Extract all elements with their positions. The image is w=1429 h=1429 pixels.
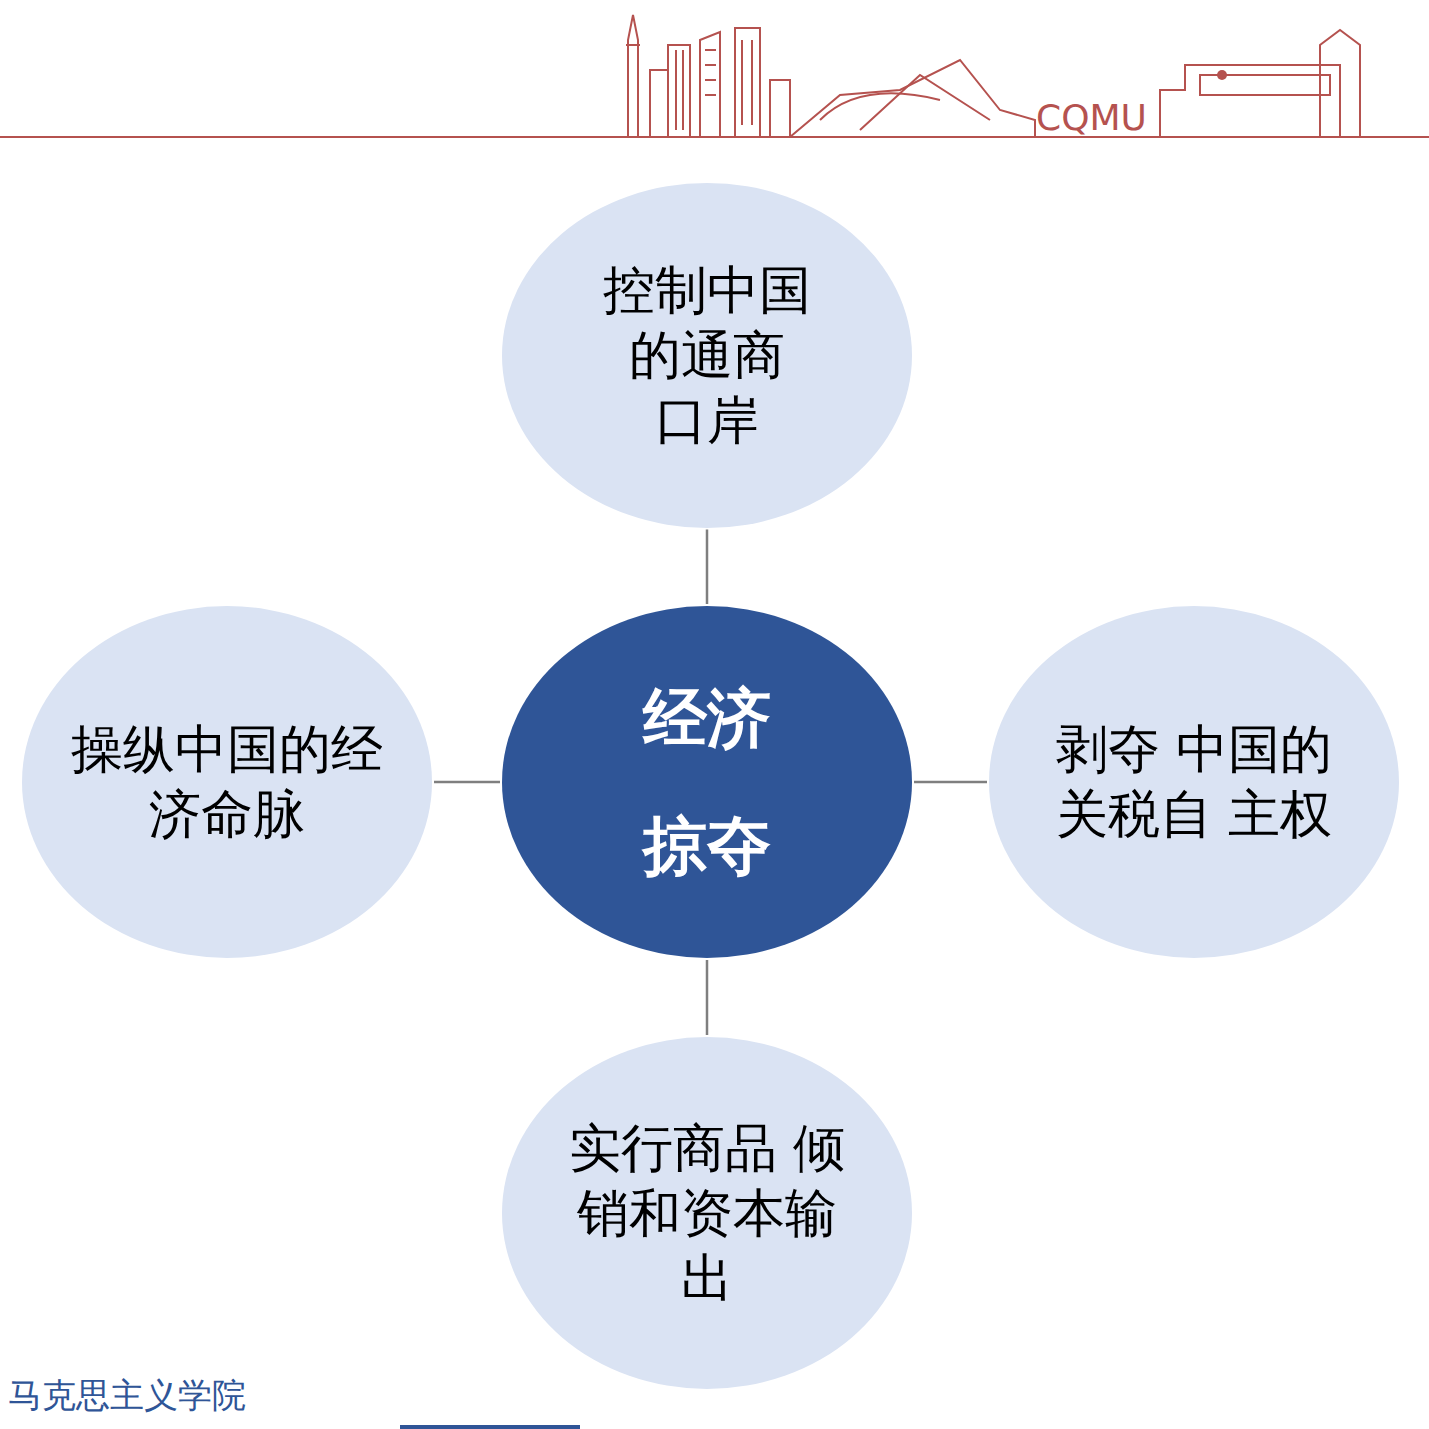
logo-text: CQMU: [1036, 100, 1147, 136]
header-skyline: [0, 0, 1429, 150]
node-text: 操纵中国的经 济命脉: [63, 717, 391, 847]
ellipse-outline: [502, 606, 912, 958]
connector-line: [914, 782, 987, 783]
connector-line: [707, 960, 708, 1035]
node-text: 经济 掠夺: [633, 654, 780, 910]
topic-ellipse: 操纵中国的经 济命脉: [22, 606, 432, 958]
topic-ellipse: 控制中国 的通商 口岸: [502, 183, 912, 528]
footer-text: 马克思主义学院: [8, 1378, 246, 1412]
node-text: 剥夺 中国的关税自 主权: [1030, 717, 1358, 847]
topic-ellipse: 经济 掠夺: [502, 606, 912, 958]
node-text: 实行商品 倾销和资本输 出: [543, 1116, 871, 1311]
ellipse-outline: [22, 606, 432, 958]
ellipse-outline: [989, 606, 1399, 958]
connector-line: [434, 782, 500, 783]
footer-bar: [0, 1409, 1429, 1429]
topic-ellipse: 剥夺 中国的关税自 主权: [989, 606, 1399, 958]
topic-ellipse: 实行商品 倾销和资本输 出: [502, 1037, 912, 1389]
node-text: 控制中国 的通商 口岸: [595, 258, 819, 453]
connector-line: [707, 530, 708, 605]
